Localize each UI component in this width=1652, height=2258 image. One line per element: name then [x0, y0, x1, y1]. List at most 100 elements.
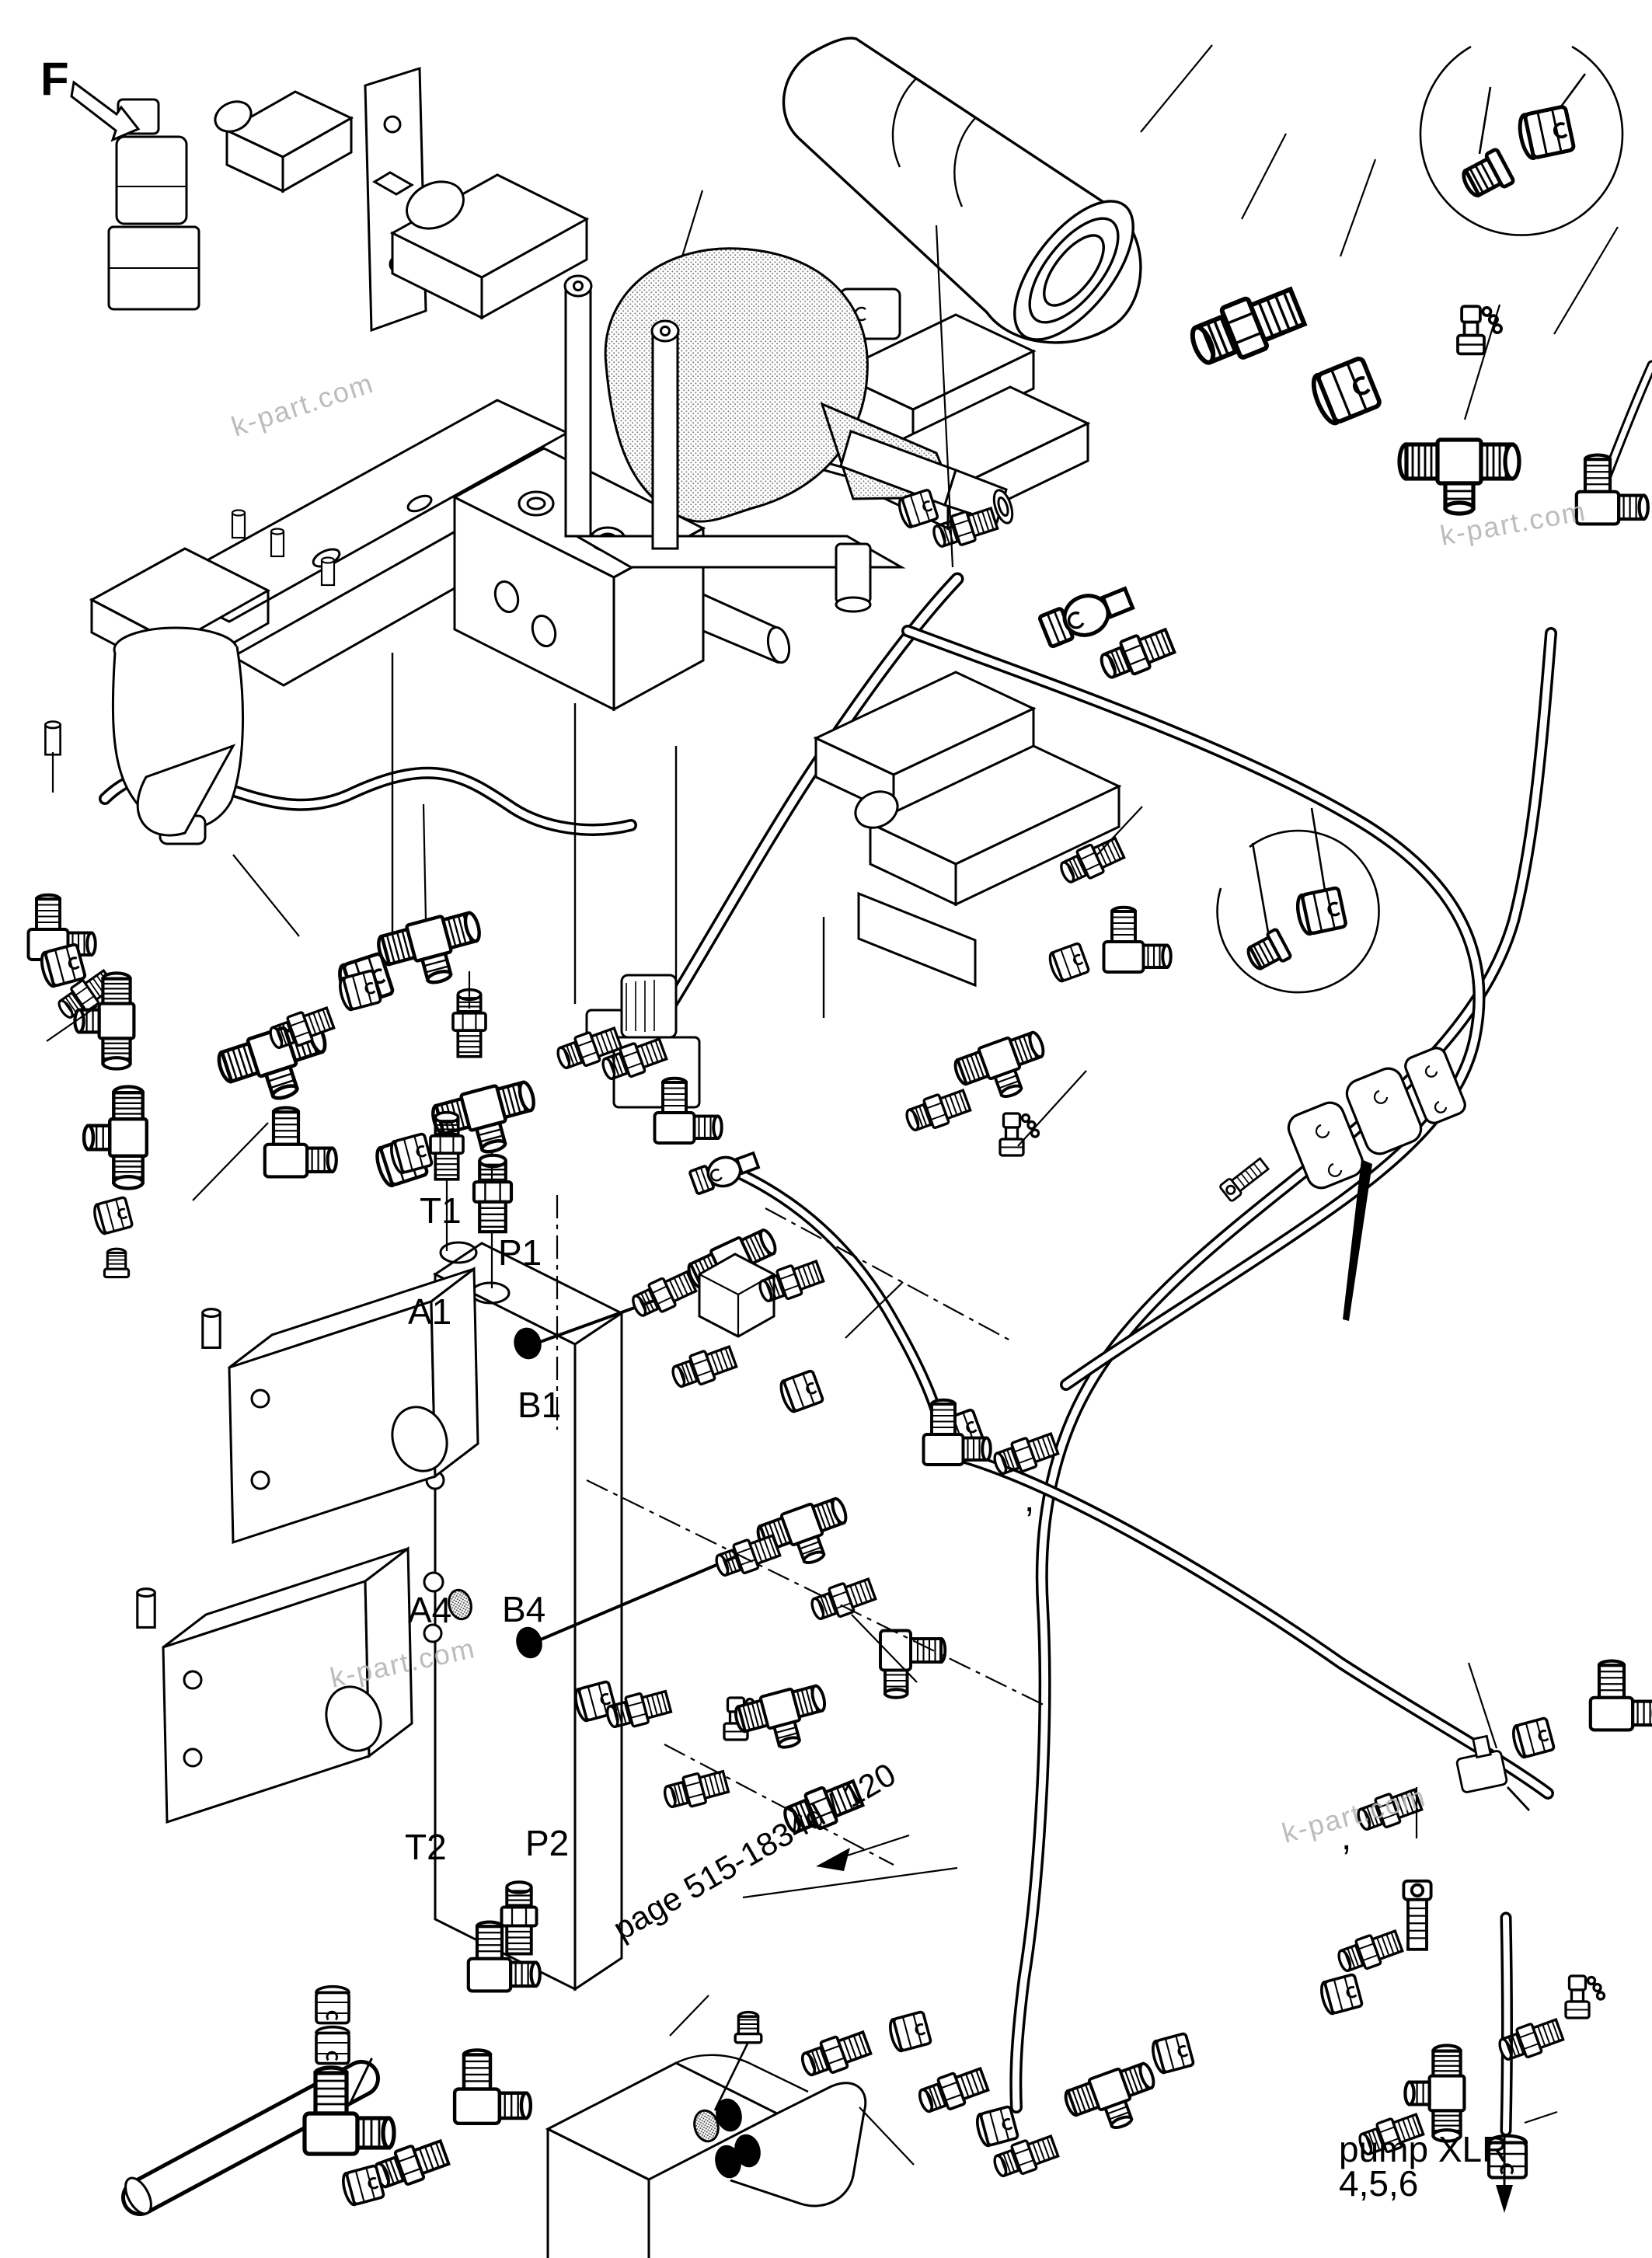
fitting-elbow: [879, 1629, 947, 1699]
solenoid-valve-small-left: [107, 98, 200, 311]
leader-line: [935, 225, 954, 568]
hose-right-long-1: [1009, 627, 1557, 2113]
solenoid-valve-lower-right-pair: [813, 671, 1122, 988]
fitting-straight-connector: [807, 1573, 879, 1626]
leader-line: [1310, 807, 1327, 896]
watermark: k-part.com: [228, 367, 378, 443]
filter-elbow-port: [136, 744, 236, 837]
leader-line: [1140, 44, 1213, 133]
leader-line: [422, 803, 427, 922]
leader-line: [1467, 1662, 1498, 1749]
clamp-half-rear: [1345, 1067, 1423, 1155]
port-leader-bold: [540, 1552, 743, 1641]
bolt-head: [423, 1571, 444, 1593]
shaft-end-hole: [997, 496, 1009, 517]
pump-bracket-front: [563, 274, 593, 538]
valve-side-face: [954, 784, 1121, 907]
leader-line: [1339, 159, 1377, 257]
fitting-straight-connector: [755, 1255, 827, 1308]
solenoid-coil: [620, 974, 678, 1039]
actuator-cap: [325, 1685, 382, 1752]
cross-block-body: [698, 1253, 775, 1338]
pump-port-cylinder: [835, 542, 872, 613]
port-label-P1: P1: [498, 1232, 542, 1273]
fitting-hose-end: [687, 1145, 762, 1198]
fitting-tee: [84, 1087, 147, 1189]
plate-pin: [270, 528, 285, 558]
fitting-union-nut: [1045, 941, 1091, 984]
port-body: [835, 542, 872, 605]
view-arrow-outline: [70, 80, 141, 142]
open-end-rim: [1013, 200, 1134, 341]
fitting-straight-connector: [1333, 1925, 1406, 1978]
fitting-tee: [1060, 2057, 1167, 2143]
leader-line: [859, 2106, 915, 2166]
bolt-head: [423, 1623, 443, 1643]
fitting-plug: [1458, 149, 1514, 203]
coil-end: [214, 100, 253, 133]
leader-line: [1251, 842, 1270, 933]
bolt-head: [183, 1748, 203, 1768]
leader-line: [46, 1005, 98, 1042]
thread-bore: [1028, 217, 1120, 324]
stray-comma: ,: [1024, 1479, 1034, 1520]
socket-head-bolt: [1218, 1155, 1272, 1204]
fitting-elbow: [1591, 1661, 1652, 1730]
leader-line: [851, 1614, 918, 1683]
port-B4: [516, 1626, 542, 1659]
actuator-cap: [391, 1406, 448, 1472]
fitting-test-point-cap: [1564, 1974, 1606, 2019]
bottom-valve-block: [545, 2043, 867, 2258]
axis-dash-line: [765, 1207, 1011, 1341]
fitting-hose-end: [1038, 580, 1136, 650]
fitting-union-nut: [776, 1368, 825, 1415]
leader-line: [232, 854, 300, 937]
pump-direction-arrow: [1496, 2135, 1513, 2213]
bracket-ear: [650, 319, 680, 343]
hose-pump-vertical: [1500, 1911, 1513, 2137]
gear-pump: [563, 247, 1014, 613]
stray-comma: ,: [1341, 1817, 1351, 1858]
plate-pin: [320, 556, 336, 587]
block-port: [531, 614, 557, 648]
port-label-B1: B1: [518, 1385, 561, 1425]
bolt-head: [183, 1670, 203, 1690]
block-port-dark: [734, 2134, 761, 2168]
fitting-port-stem-T1: [429, 1110, 465, 1181]
plate-pin: [231, 509, 246, 539]
side-boss: [702, 592, 779, 664]
block-side-edge: [675, 2054, 809, 2093]
fitting-test-point-cap: [1456, 305, 1503, 356]
shell-seam: [891, 77, 976, 207]
detail-circle-arc: [1216, 829, 1380, 994]
bracket-plate: [564, 287, 592, 538]
valve-lever: [1506, 1786, 1531, 1811]
armature: [372, 171, 414, 196]
block-right-face: [573, 1311, 623, 1991]
fitting-plug: [1243, 929, 1291, 974]
lifting-eye-hole: [526, 497, 546, 510]
fitting-elbow: [1102, 905, 1173, 974]
bracket-hole: [383, 115, 402, 134]
fitting-union-nut: [1317, 1972, 1364, 2017]
lifting-eye: [518, 490, 555, 517]
solenoid-coil: [115, 135, 188, 225]
fitting-test-point-cap: [999, 1112, 1040, 1157]
fitting-cap-nut: [1517, 106, 1574, 160]
manifold-cross-block: [698, 1253, 775, 1338]
leader-line: [742, 1866, 958, 1899]
pressure-filter: [89, 547, 271, 845]
fitting-elbow: [455, 2050, 531, 2123]
main-control-block: [423, 1125, 743, 1991]
plug-leader: [713, 2043, 749, 2111]
fitting-union-nut: [315, 2025, 350, 2065]
fitting-union-nut: [315, 1984, 350, 2025]
fitting-straight-connector: [914, 2062, 992, 2120]
side-boss-end: [766, 625, 791, 664]
solenoid-hatch: [626, 980, 655, 1032]
leader-layer: [46, 44, 1619, 2213]
fitting-straight-connector: [627, 1266, 699, 1323]
fitting-straight-connector: [667, 1340, 740, 1394]
leader-line: [1553, 226, 1619, 335]
